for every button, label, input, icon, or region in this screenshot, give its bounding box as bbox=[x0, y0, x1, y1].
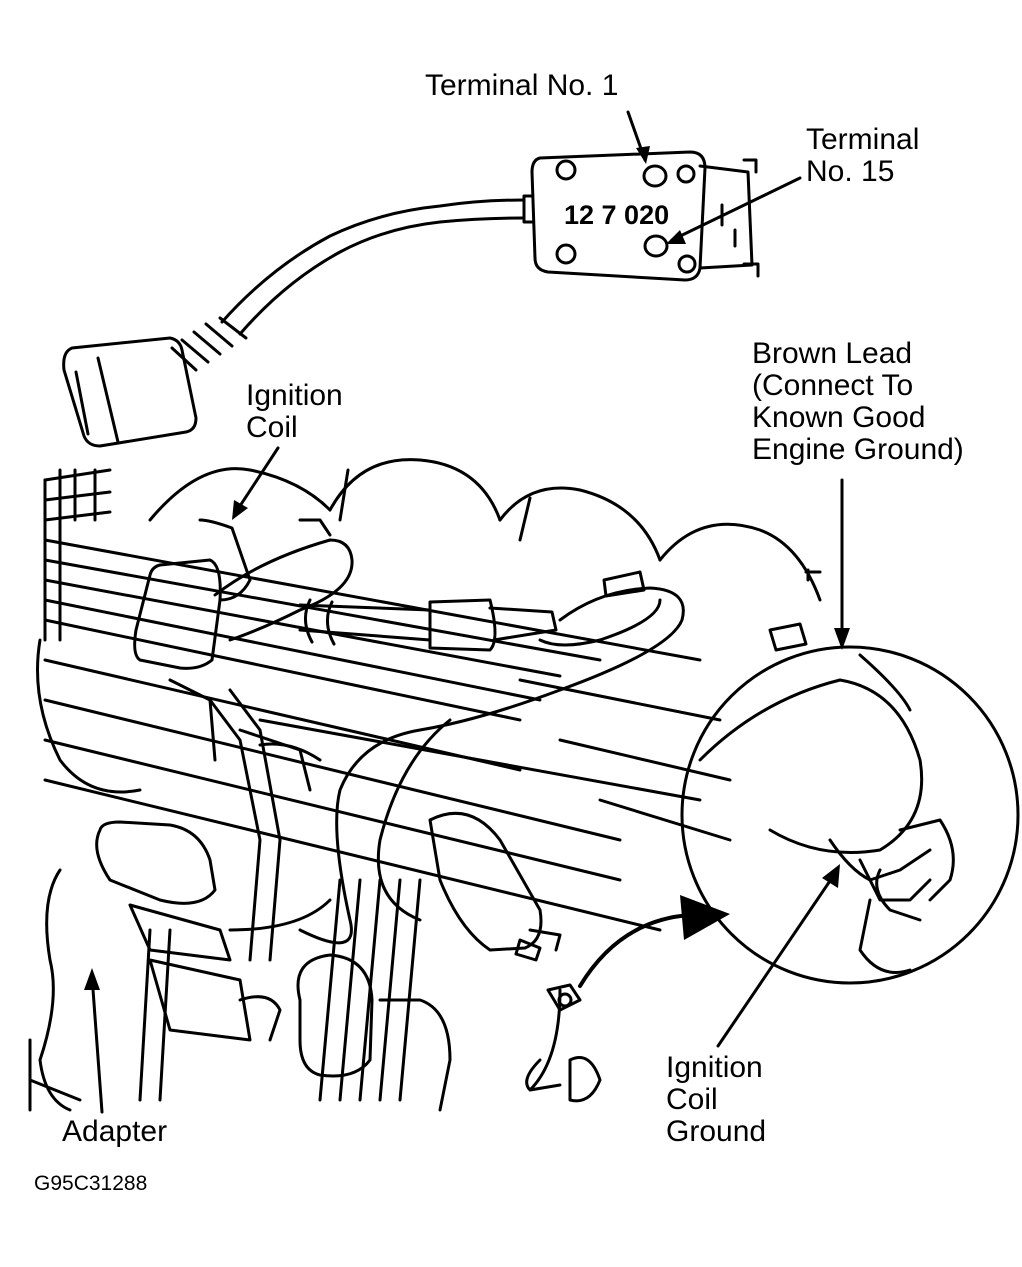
label-ignition-coil-ground: Ignition Coil Ground bbox=[666, 1051, 767, 1148]
engine-body bbox=[28, 458, 822, 1112]
adapter-leader bbox=[90, 974, 104, 1114]
figure-code: G95C31288 bbox=[34, 1172, 148, 1195]
label-adapter: Adapter bbox=[62, 1115, 168, 1148]
terminal-1-hole bbox=[642, 164, 668, 188]
tester-connector bbox=[62, 150, 760, 448]
coil-ground-leader bbox=[716, 870, 838, 1048]
terminal-15-hole bbox=[643, 234, 669, 258]
label-ignition-coil: Ignition Coil bbox=[246, 379, 343, 444]
label-terminal-15: Terminal No. 15 bbox=[806, 123, 920, 188]
magnified-view bbox=[680, 645, 1020, 985]
connector-plate-text: 12 7 020 bbox=[564, 200, 669, 230]
curved-arrow bbox=[578, 913, 692, 988]
ignition-coil-assembly bbox=[95, 518, 685, 1042]
label-brown-lead: Brown Lead (Connect To Known Good Engine… bbox=[752, 337, 964, 466]
ignition-coil-leader bbox=[234, 446, 280, 514]
label-terminal-1: Terminal No. 1 bbox=[425, 69, 619, 102]
terminal-15-leader bbox=[670, 176, 802, 242]
